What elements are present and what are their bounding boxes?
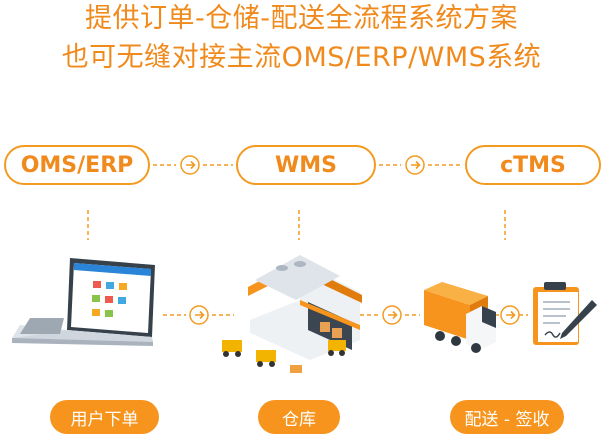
- stage-warehouse: 仓库: [258, 400, 340, 434]
- title-line-2: 也可无缝对接主流OMS/ERP/WMS系统: [61, 42, 542, 73]
- stage-user-order: 用户下单: [50, 400, 159, 434]
- connector-truck-document: [495, 305, 528, 325]
- system-wms: WMS: [236, 145, 376, 185]
- warehouse-icon: [222, 255, 362, 373]
- connector-warehouse-truck: [360, 305, 420, 325]
- system-oms-erp: OMS/ERP: [4, 145, 150, 185]
- title-line-1: 提供订单-仓储-配送全流程系统方案: [85, 3, 518, 34]
- truck-icon: [424, 282, 496, 353]
- system-ctms: cTMS: [465, 145, 601, 185]
- forklift-icon: [222, 340, 346, 367]
- stage-delivery-sign: 配送 - 签收: [450, 400, 564, 434]
- connector-wms-ctms: [379, 155, 462, 175]
- connector-laptop-warehouse: [163, 305, 234, 325]
- laptop-icon: [12, 258, 155, 346]
- connector-oms-wms: [153, 155, 233, 175]
- signed-document-icon: [533, 282, 597, 345]
